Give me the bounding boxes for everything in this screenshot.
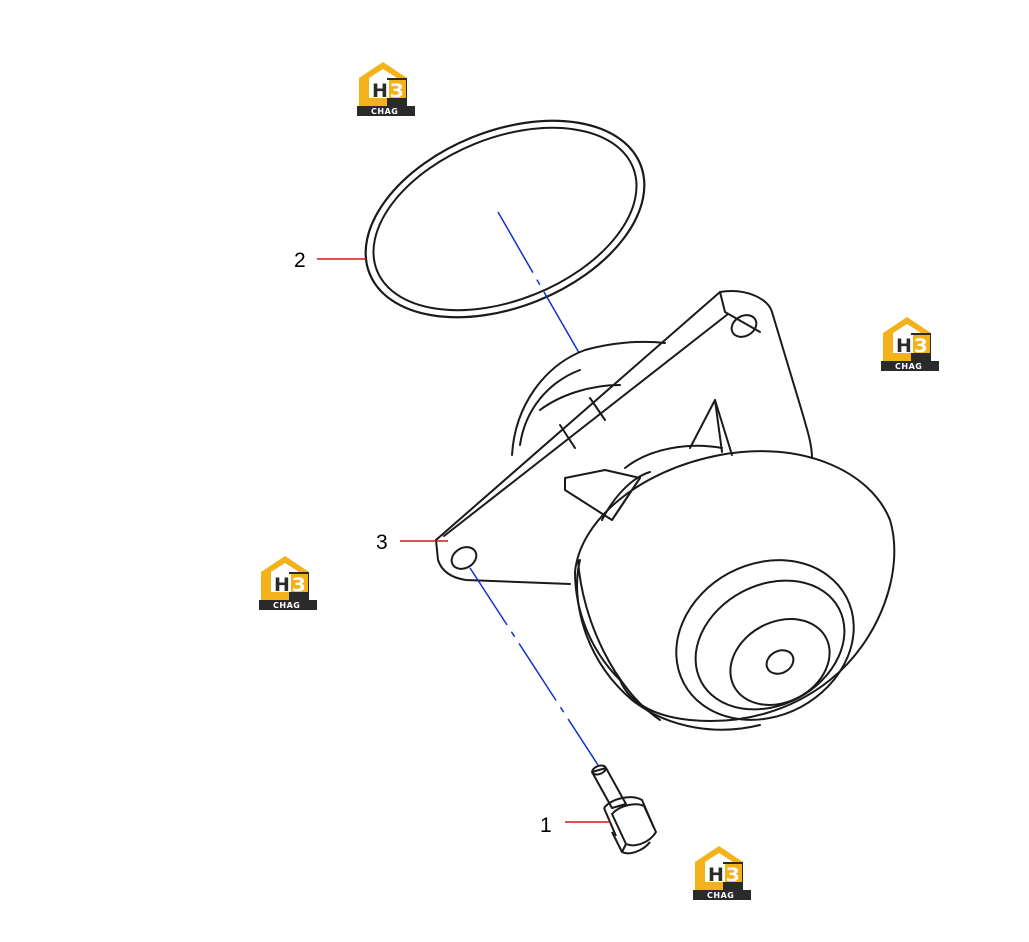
watermark-letter: Н [274, 574, 290, 596]
watermark-text: CHAG [895, 362, 922, 371]
water-pump [435, 290, 896, 731]
watermark-text: CHAG [707, 891, 734, 900]
callout-1: 1 [540, 814, 552, 837]
watermark-letter: Н [896, 335, 912, 357]
bolt [591, 764, 657, 855]
watermark-letter: З [292, 574, 306, 596]
watermark-letter: З [914, 335, 928, 357]
watermark-text: CHAG [371, 107, 398, 116]
callout-2: 2 [294, 249, 306, 272]
watermark-logo: Н З CHAG [881, 317, 939, 371]
watermark-text: CHAG [273, 601, 300, 610]
watermark-letter: Н [372, 80, 388, 102]
watermark-letter: Н [708, 864, 724, 886]
watermark-logo: Н З CHAG [693, 846, 751, 900]
centerline-upper [497, 211, 583, 359]
watermark-logo: Н З CHAG [259, 556, 317, 610]
o-ring [364, 119, 646, 319]
callout-3: 3 [376, 531, 388, 554]
watermark-logo: Н З CHAG [357, 62, 415, 116]
centerline-lower [469, 567, 599, 766]
watermark-letter: З [726, 864, 740, 886]
watermark-letter: З [390, 80, 404, 102]
